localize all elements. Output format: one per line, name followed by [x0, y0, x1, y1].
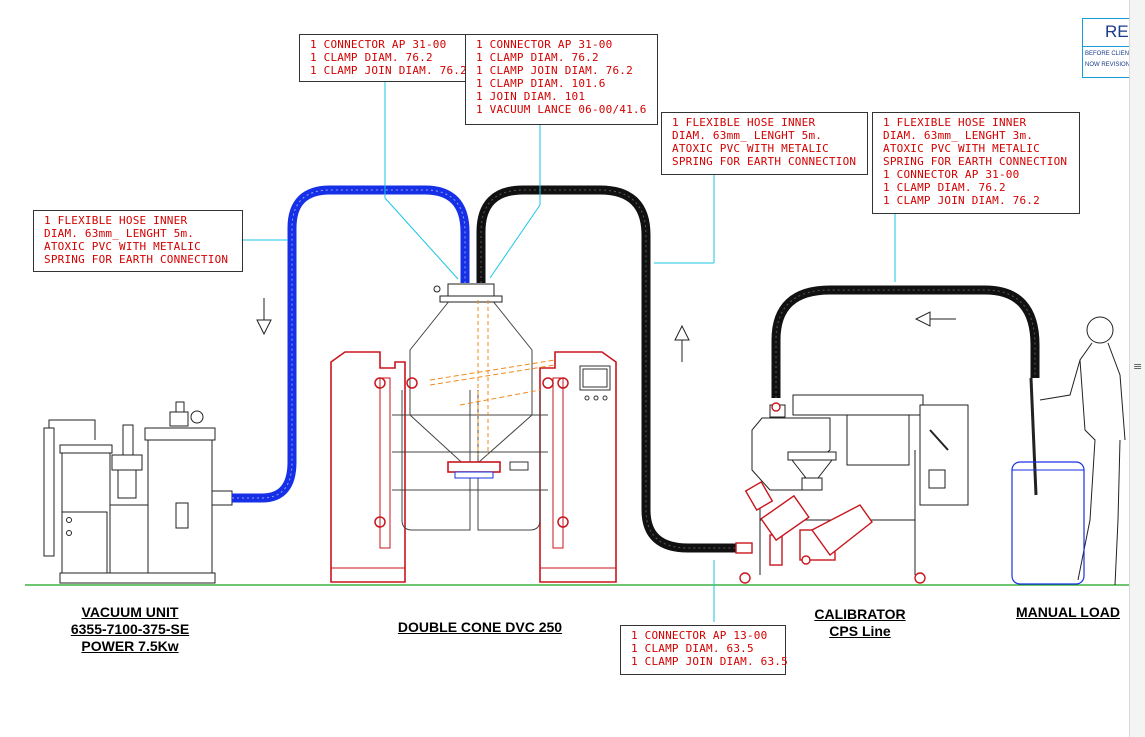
feed-hose — [771, 285, 1040, 398]
arrow-left-icon — [914, 311, 956, 327]
note-transfer-hose: 1 FLEXIBLE HOSE INNER DIAM. 63mm_ LENGHT… — [661, 112, 868, 175]
vacuum-unit — [43, 401, 233, 584]
caption-manual-load: MANUAL LOAD — [1016, 604, 1120, 620]
note-line: 1 CLAMP JOIN DIAM. 76.2 — [310, 64, 467, 77]
caption-line: POWER 7.5Kw — [81, 638, 179, 654]
note-line: 1 FLEXIBLE HOSE INNER — [672, 116, 816, 129]
revision-line: BEFORE CLIEN — [1085, 51, 1130, 57]
note-line: ATOXIC PVC WITH METALIC — [883, 142, 1040, 155]
note-line: DIAM. 63mm_ LENGHT 3m. — [883, 129, 1034, 142]
note-vacuum-hose: 1 FLEXIBLE HOSE INNER DIAM. 63mm_ LENGHT… — [33, 210, 243, 272]
revision-line: NOW REVISION — [1085, 62, 1130, 68]
note-line: 1 CLAMP DIAM. 76.2 — [476, 51, 599, 64]
note-line: 1 CONNECTOR AP 31-00 — [476, 38, 613, 51]
calibrator-inlet — [735, 402, 926, 584]
revision-block: RE BEFORE CLIEN NOW REVISION — [1082, 18, 1130, 78]
caption-line: VACUUM UNIT — [81, 604, 179, 620]
note-line: 1 CLAMP DIAM. 76.2 — [310, 51, 433, 64]
note-feed-hose: 1 FLEXIBLE HOSE INNER DIAM. 63mm_ LENGHT… — [872, 112, 1080, 214]
note-line: 1 CLAMP DIAM. 101.6 — [476, 77, 606, 90]
note-line: 1 CLAMP DIAM. 76.2 — [883, 181, 1006, 194]
caption-line: CALIBRATOR — [814, 606, 906, 622]
note-connector-left: 1 CONNECTOR AP 31-00 1 CLAMP DIAM. 76.2 … — [299, 34, 467, 82]
note-calibrator-connector: 1 CONNECTOR AP 13-00 1 CLAMP DIAM. 63.5 … — [620, 625, 788, 675]
note-line: 1 VACUUM LANCE 06-00/41.6 — [476, 103, 647, 116]
note-line: 1 CLAMP DIAM. 63.5 — [631, 642, 754, 655]
note-connector-right: 1 CONNECTOR AP 31-00 1 CLAMP DIAM. 76.2 … — [465, 34, 658, 125]
operator-figure — [1029, 316, 1126, 586]
transfer-hose — [476, 185, 736, 553]
note-line: ATOXIC PVC WITH METALIC — [672, 142, 829, 155]
scroll-grip-icon[interactable]: ≡ — [1133, 360, 1143, 373]
note-line: 1 CLAMP JOIN DIAM. 76.2 — [883, 194, 1040, 207]
note-line: DIAM. 63mm_ LENGHT 5m. — [44, 227, 195, 240]
caption-vacuum-unit: VACUUM UNIT 6355-7100-375-SE POWER 7.5Kw — [55, 604, 205, 655]
caption-line: 6355-7100-375-SE — [70, 621, 190, 637]
load-drum — [1011, 461, 1085, 585]
caption-line: CPS Line — [829, 623, 891, 639]
note-line: 1 JOIN DIAM. 101 — [476, 90, 586, 103]
note-line: SPRING FOR EARTH CONNECTION — [672, 155, 857, 168]
note-line: 1 CONNECTOR AP 31-00 — [310, 38, 447, 51]
leader-lines — [243, 81, 896, 622]
caption-double-cone: DOUBLE CONE DVC 250 — [397, 619, 563, 635]
note-line: SPRING FOR EARTH CONNECTION — [883, 155, 1068, 168]
note-line: 1 CLAMP JOIN DIAM. 76.2 — [476, 64, 633, 77]
note-line: ATOXIC PVC WITH METALIC — [44, 240, 201, 253]
note-line: 1 CLAMP JOIN DIAM. 63.5 — [631, 655, 788, 668]
arrow-up-icon — [674, 324, 690, 362]
note-line: 1 CONNECTOR AP 31-00 — [883, 168, 1020, 181]
vertical-scrollbar[interactable]: ≡ — [1129, 0, 1145, 737]
note-line: 1 CONNECTOR AP 13-00 — [631, 629, 768, 642]
note-line: 1 FLEXIBLE HOSE INNER — [44, 214, 188, 227]
note-line: SPRING FOR EARTH CONNECTION — [44, 253, 229, 266]
double-cone-mixer — [330, 283, 617, 583]
calibrator-machine — [751, 394, 969, 575]
caption-calibrator: CALIBRATOR CPS Line — [795, 606, 925, 640]
note-line: 1 FLEXIBLE HOSE INNER — [883, 116, 1027, 129]
arrow-down-icon — [256, 298, 272, 336]
revision-title: RE — [1083, 19, 1129, 47]
note-line: DIAM. 63mm_ LENGHT 5m. — [672, 129, 823, 142]
